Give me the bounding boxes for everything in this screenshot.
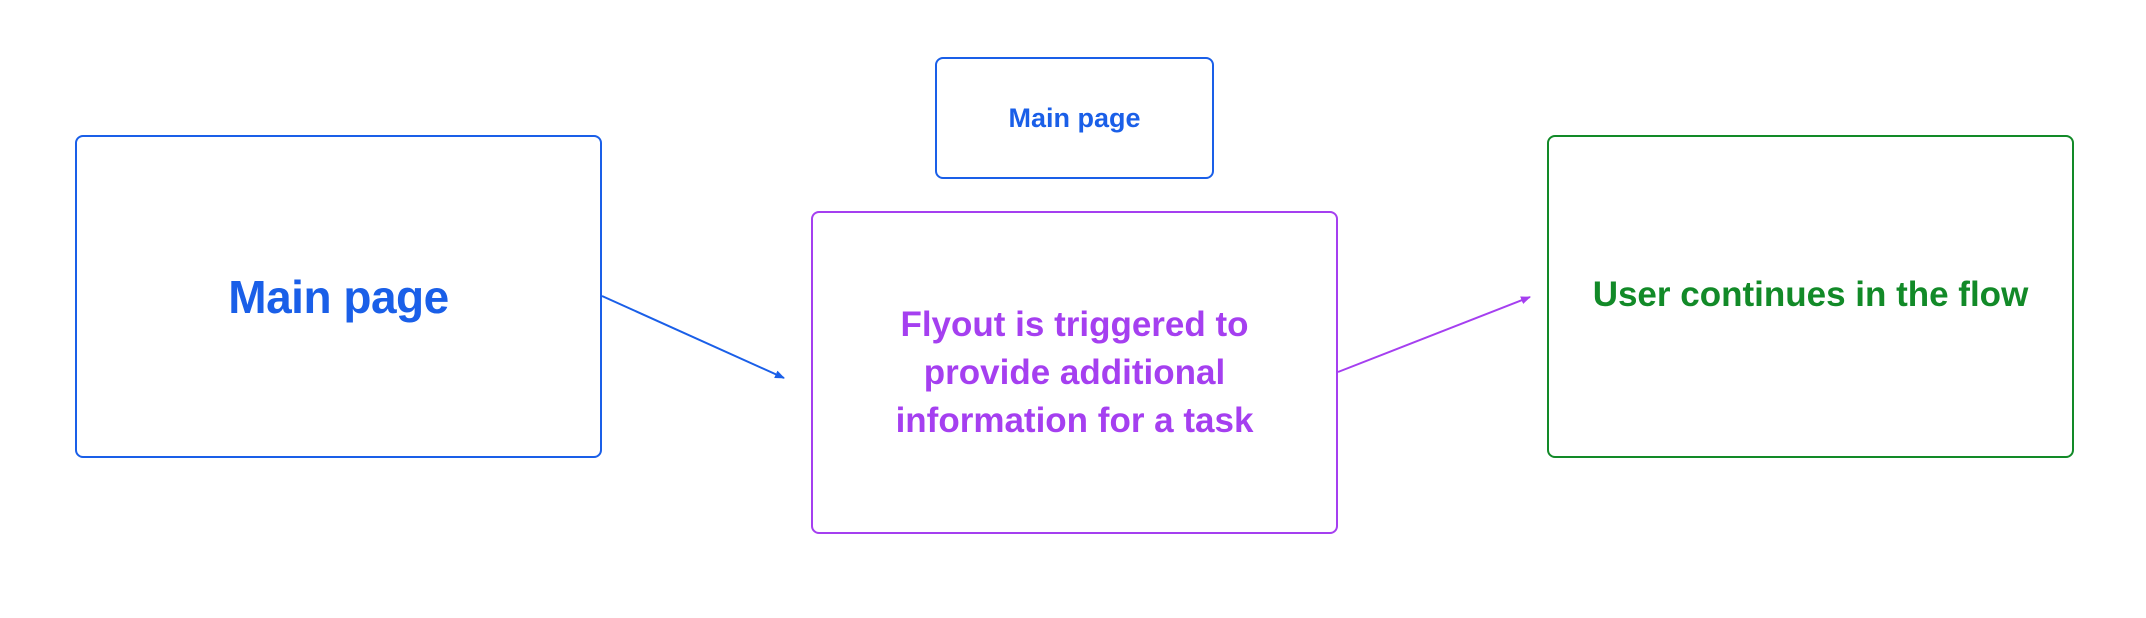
main-page-node: Main page [75,135,602,458]
arrow-main-to-flyout [601,295,785,379]
user-continues-label: User continues in the flow [1592,275,2029,314]
arrow-flyout-to-user [1337,296,1531,373]
main-page-label: Main page [228,270,449,323]
main-page-small-node: Main page [935,57,1214,179]
user-continues-node: User continues in the flow [1547,135,2074,458]
flyout-label: Flyout is triggered to provide additiona… [895,304,1254,440]
main-page-small-label: Main page [1008,102,1141,133]
flyout-node: Flyout is triggered to provide additiona… [811,211,1338,534]
